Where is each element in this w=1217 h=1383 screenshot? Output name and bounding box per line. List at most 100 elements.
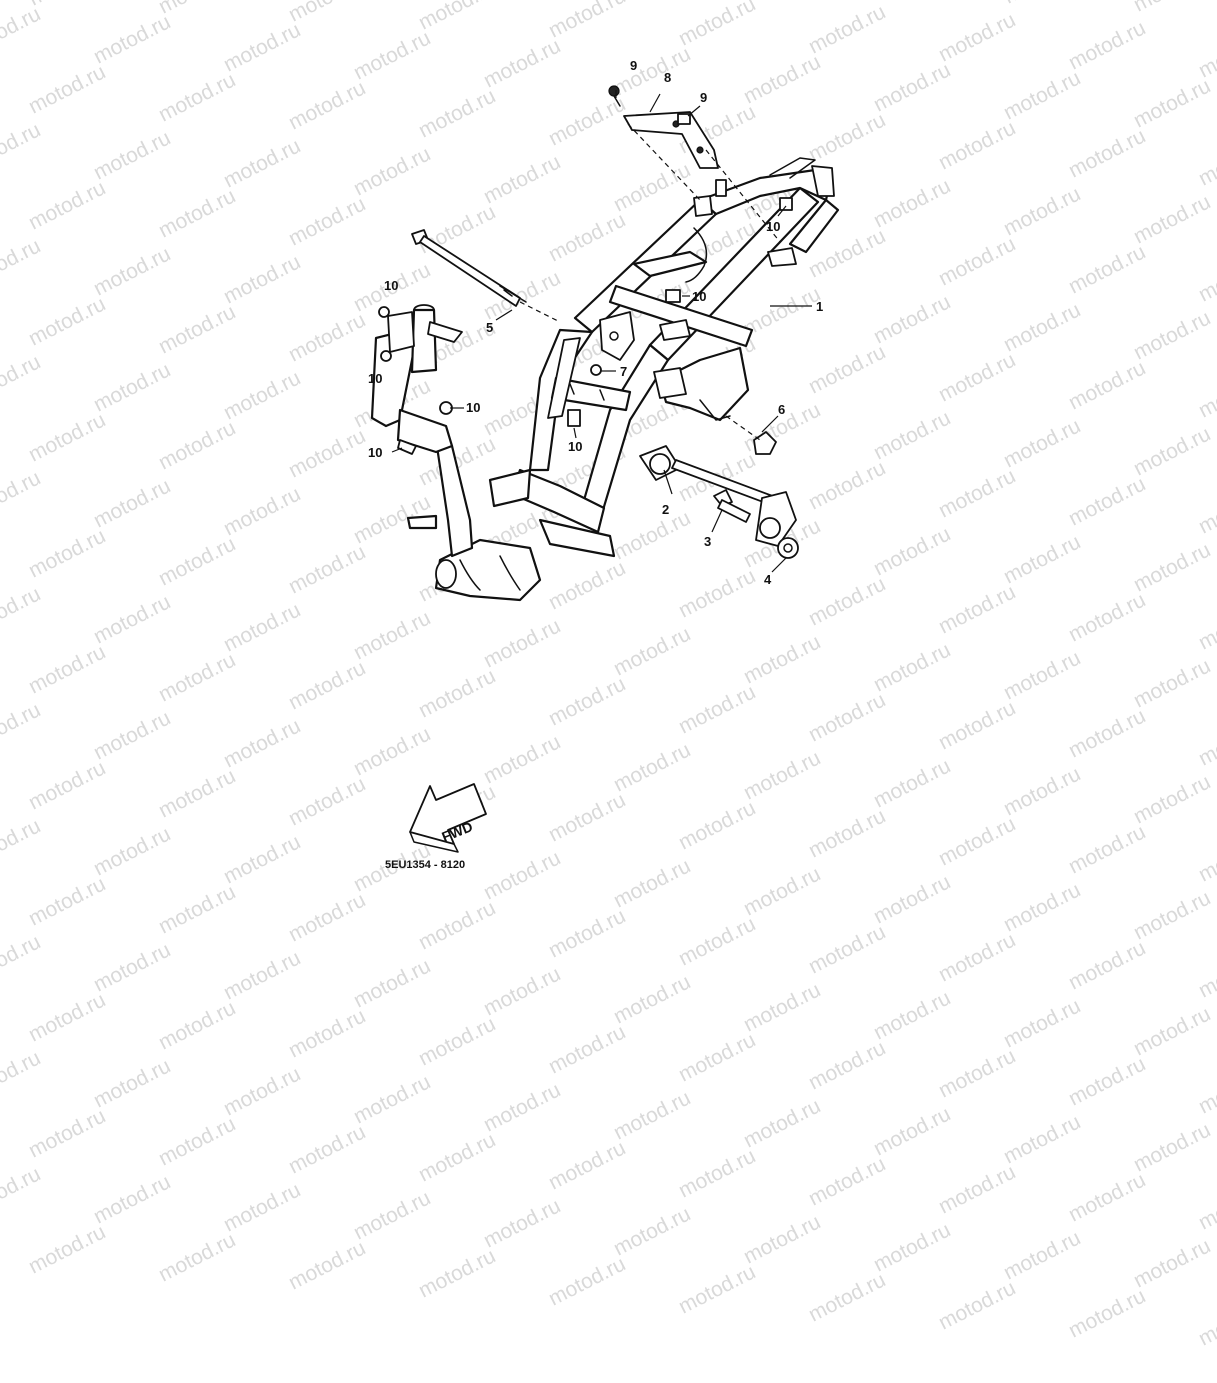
callout-5: 5 bbox=[486, 320, 493, 335]
watermark: motod.ru bbox=[415, 1128, 500, 1187]
frame-drawing: 1 2 3 4 5 6 7 8 9 9 10 10 10 10 10 10 10… bbox=[368, 58, 840, 871]
watermark: motod.ru bbox=[90, 1054, 175, 1113]
watermark: motod.ru bbox=[0, 1046, 45, 1105]
watermark: motod.ru bbox=[0, 1162, 45, 1221]
nut-6 bbox=[753, 431, 777, 455]
watermark: motod.ru bbox=[545, 904, 630, 963]
clips-10 bbox=[378, 197, 793, 455]
watermark: motod.ru bbox=[480, 962, 565, 1021]
callout-2: 2 bbox=[662, 502, 669, 517]
bolt-3 bbox=[713, 489, 751, 523]
watermark: motod.ru bbox=[870, 1102, 955, 1161]
watermark: motod.ru bbox=[1130, 1002, 1215, 1061]
callout-10c: 10 bbox=[384, 278, 398, 293]
callout-10g: 10 bbox=[568, 439, 582, 454]
watermark: motod.ru bbox=[1195, 1060, 1217, 1119]
watermark: motod.ru bbox=[480, 1078, 565, 1137]
watermark: motod.ru bbox=[285, 1236, 370, 1295]
callouts: 1 2 3 4 5 6 7 8 9 9 10 10 10 10 10 10 10… bbox=[368, 58, 823, 587]
watermark: motod.ru bbox=[610, 970, 695, 1029]
watermark: motod.ru bbox=[350, 954, 435, 1013]
bolt-9-right bbox=[677, 113, 691, 125]
callout-9b: 9 bbox=[700, 90, 707, 105]
watermark: motod.ru bbox=[25, 1104, 110, 1163]
callout-7: 7 bbox=[620, 364, 627, 379]
watermark: motod.ru bbox=[25, 1220, 110, 1279]
callout-10b: 10 bbox=[766, 219, 780, 234]
nut-4 bbox=[777, 537, 799, 559]
main-frame bbox=[406, 157, 840, 602]
leader-lines bbox=[391, 90, 812, 573]
watermark: motod.ru bbox=[805, 1152, 890, 1211]
watermark: motod.ru bbox=[1065, 936, 1150, 995]
engine-mount-shaft-2 bbox=[639, 445, 797, 547]
watermark: motod.ru bbox=[1195, 1292, 1217, 1351]
watermark: motod.ru bbox=[545, 1136, 630, 1195]
callout-10a: 10 bbox=[692, 289, 706, 304]
callout-4: 4 bbox=[764, 572, 772, 587]
watermark: motod.ru bbox=[285, 1004, 370, 1063]
watermark: motod.ru bbox=[805, 1268, 890, 1327]
callout-10d: 10 bbox=[368, 371, 382, 386]
bolt-9-left bbox=[608, 85, 621, 107]
watermark: motod.ru bbox=[740, 1094, 825, 1153]
watermark: motod.ru bbox=[610, 1202, 695, 1261]
watermark: motod.ru bbox=[220, 946, 305, 1005]
watermark: motod.ru bbox=[805, 1036, 890, 1095]
watermark: motod.ru bbox=[0, 930, 45, 989]
watermark: motod.ru bbox=[415, 1012, 500, 1071]
watermark: motod.ru bbox=[870, 1218, 955, 1277]
callout-10e: 10 bbox=[466, 400, 480, 415]
watermark: motod.ru bbox=[935, 928, 1020, 987]
watermark: motod.ru bbox=[285, 1120, 370, 1179]
nut-7 bbox=[590, 364, 602, 376]
watermark: motod.ru bbox=[870, 986, 955, 1045]
watermark: motod.ru bbox=[935, 1276, 1020, 1335]
watermark: motod.ru bbox=[1000, 1110, 1085, 1169]
watermark: motod.ru bbox=[1130, 1118, 1215, 1177]
watermark: motod.ru bbox=[675, 1144, 760, 1203]
watermark: motod.ru bbox=[155, 1112, 240, 1171]
watermark: motod.ru bbox=[350, 1186, 435, 1245]
watermark: motod.ru bbox=[740, 978, 825, 1037]
callout-9a: 9 bbox=[630, 58, 637, 73]
steering-head bbox=[370, 304, 463, 454]
callout-8: 8 bbox=[664, 70, 671, 85]
watermark: motod.ru bbox=[740, 1210, 825, 1269]
bracket-8 bbox=[623, 111, 719, 169]
watermark: motod.ru bbox=[90, 938, 175, 997]
watermark: motod.ru bbox=[545, 1252, 630, 1311]
watermark: motod.ru bbox=[220, 1062, 305, 1121]
watermark: motod.ru bbox=[1065, 1168, 1150, 1227]
watermark: motod.ru bbox=[90, 1170, 175, 1229]
watermark: motod.ru bbox=[1000, 994, 1085, 1053]
watermark: motod.ru bbox=[610, 1086, 695, 1145]
long-bolt-5 bbox=[411, 229, 527, 307]
watermark: motod.ru bbox=[1000, 1226, 1085, 1285]
watermark: motod.ru bbox=[25, 988, 110, 1047]
fwd-arrow: FWD bbox=[409, 783, 487, 853]
watermark: motod.ru bbox=[1130, 1234, 1215, 1293]
watermark: motod.ru bbox=[545, 1020, 630, 1079]
watermark: motod.ru bbox=[805, 920, 890, 979]
watermark: motod.ru bbox=[935, 1044, 1020, 1103]
watermark: motod.ru bbox=[1065, 1052, 1150, 1111]
assembly-lines bbox=[519, 123, 781, 441]
watermark: motod.ru bbox=[935, 1160, 1020, 1219]
callout-6: 6 bbox=[778, 402, 785, 417]
watermark: motod.ru bbox=[675, 912, 760, 971]
drawing-code: 5EU1354 - 8120 bbox=[385, 859, 465, 871]
watermark: motod.ru bbox=[220, 1178, 305, 1237]
callout-1: 1 bbox=[816, 299, 823, 314]
watermark: motod.ru bbox=[480, 1194, 565, 1253]
watermark: motod.ru bbox=[675, 1028, 760, 1087]
watermark: motod.ru bbox=[1065, 1284, 1150, 1343]
watermark: motod.ru bbox=[415, 1244, 500, 1303]
callout-3: 3 bbox=[704, 534, 711, 549]
callout-10f: 10 bbox=[368, 445, 382, 460]
watermark: motod.ru bbox=[155, 996, 240, 1055]
watermark: motod.ru bbox=[350, 1070, 435, 1129]
watermark: motod.ru bbox=[675, 1260, 760, 1319]
watermark: motod.ru bbox=[155, 1228, 240, 1287]
